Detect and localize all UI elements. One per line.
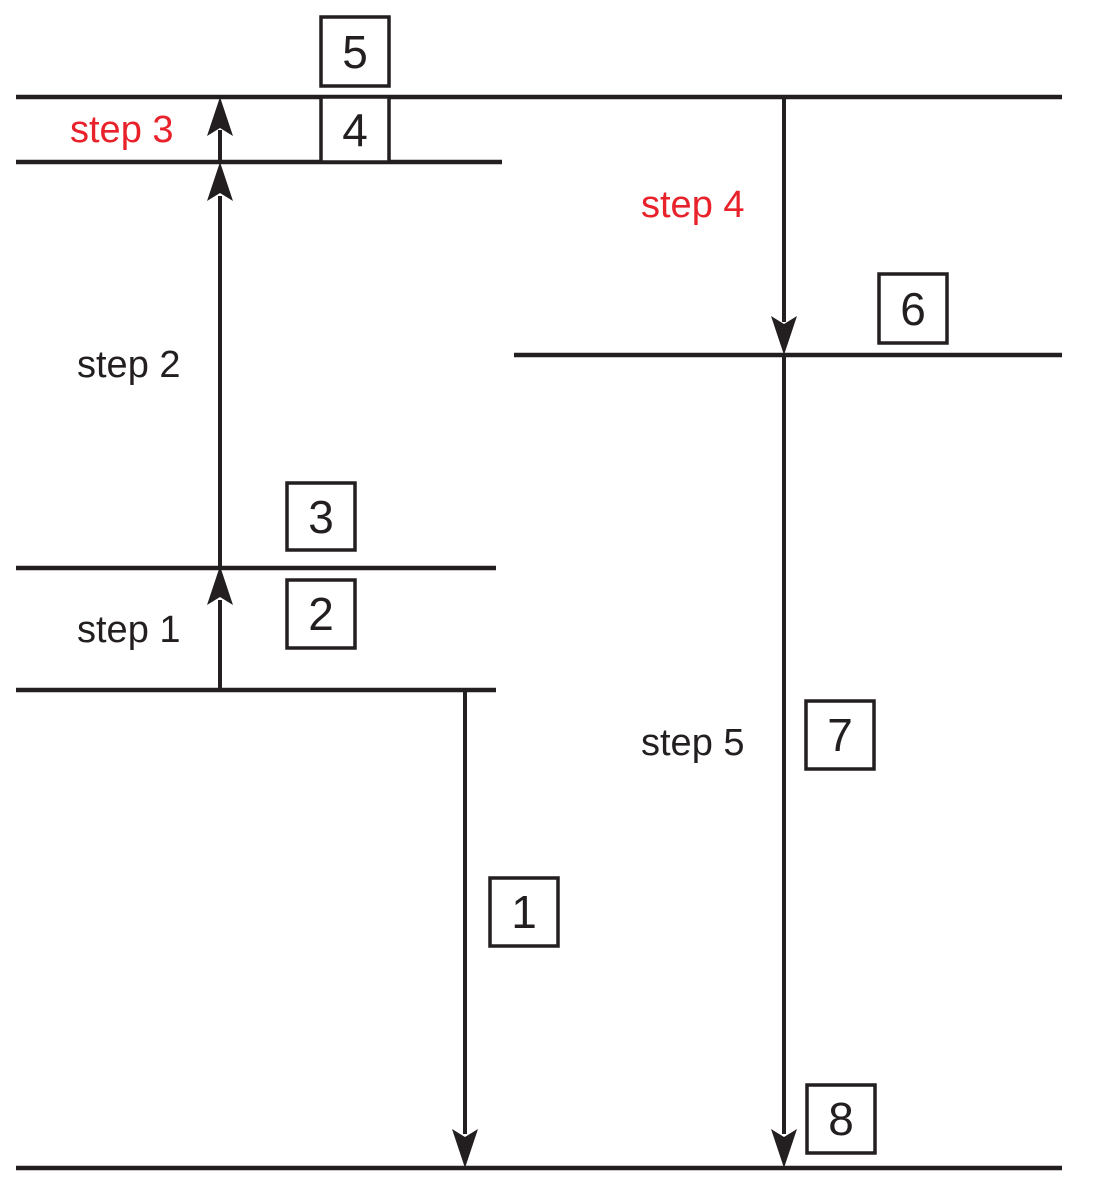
- step-2-label: step 2: [77, 344, 181, 386]
- arrow-step-4: [771, 97, 797, 355]
- svg-text:3: 3: [308, 491, 334, 543]
- box-8: 8: [805, 1083, 877, 1155]
- arrow-step-2: [207, 162, 233, 568]
- box-4: 4: [319, 95, 391, 164]
- box-3: 3: [285, 481, 357, 552]
- arrow-box-1: [452, 690, 478, 1168]
- svg-text:1: 1: [511, 886, 537, 938]
- box-6: 6: [877, 272, 949, 345]
- arrow-step-3: [207, 97, 233, 162]
- box-1: 1: [488, 876, 560, 948]
- svg-text:6: 6: [900, 283, 926, 335]
- arrow-step-5: [771, 355, 797, 1168]
- svg-text:2: 2: [308, 588, 334, 640]
- step-5-label: step 5: [641, 722, 745, 764]
- svg-text:4: 4: [342, 104, 368, 156]
- step-1-label: step 1: [77, 609, 181, 651]
- box-7: 7: [804, 699, 876, 771]
- arrow-step-1: [207, 566, 233, 690]
- svg-text:5: 5: [342, 26, 368, 78]
- step-3-label: step 3: [70, 109, 174, 151]
- box-2: 2: [285, 578, 357, 650]
- svg-text:7: 7: [827, 709, 853, 761]
- svg-text:8: 8: [828, 1093, 854, 1145]
- step-4-label: step 4: [641, 184, 745, 226]
- box-5: 5: [319, 15, 391, 88]
